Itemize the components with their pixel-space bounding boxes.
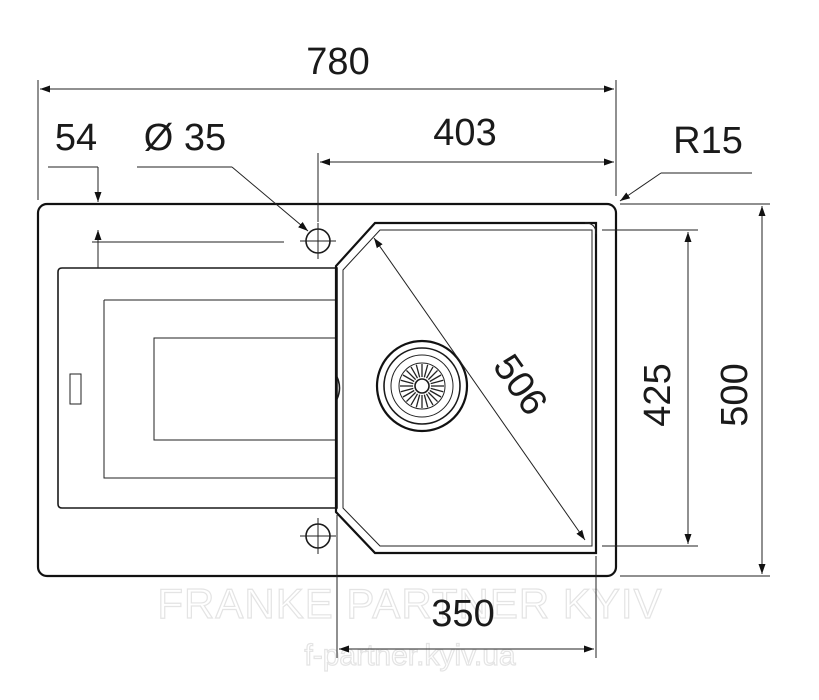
strainer-spoke <box>400 379 414 385</box>
dimension-overall-height: 500 <box>620 203 770 577</box>
sink-outline <box>36 202 618 578</box>
strainer-spoke <box>423 364 429 378</box>
strainer-spoke <box>423 394 429 408</box>
dimension-bowl-height: 425 <box>602 229 698 547</box>
drainer-board <box>57 267 341 509</box>
dimension-corner-radius: R15 <box>619 120 752 202</box>
drain-slot <box>69 373 82 405</box>
strainer-spoke <box>415 394 421 408</box>
strainer-spoke <box>430 387 444 393</box>
dim-label-780: 780 <box>306 41 369 83</box>
tap-hole-top <box>300 223 336 259</box>
dim-label-403: 403 <box>433 112 496 154</box>
dimension-hole-diameter: Ø 35 <box>137 117 309 232</box>
dim-label-500: 500 <box>714 363 756 426</box>
dimension-left-offset: 54 <box>48 117 284 268</box>
sink-bowl <box>334 221 598 555</box>
drain-strainer <box>375 339 469 433</box>
dim-label-350: 350 <box>431 593 494 635</box>
dim-label-r15: R15 <box>673 120 743 162</box>
dim-label-54: 54 <box>55 117 97 159</box>
watermark-title: FRANKE PARTNER KYIV <box>157 580 662 627</box>
dim-label-425: 425 <box>637 363 679 426</box>
strainer-spoke <box>415 364 421 378</box>
dim-label-hole: Ø 35 <box>144 117 226 159</box>
dimension-bowl-offset: 403 <box>317 112 614 222</box>
strainer-spoke <box>400 387 414 393</box>
watermark-url: f-partner.kyiv.ua <box>304 639 516 672</box>
dimension-bowl-width: 350 <box>336 515 597 658</box>
tap-hole-bottom <box>300 518 336 554</box>
strainer-spoke <box>430 379 444 385</box>
dimension-overall-width: 780 <box>37 41 617 200</box>
dimension-bowl-diagonal: 506 <box>373 237 586 541</box>
